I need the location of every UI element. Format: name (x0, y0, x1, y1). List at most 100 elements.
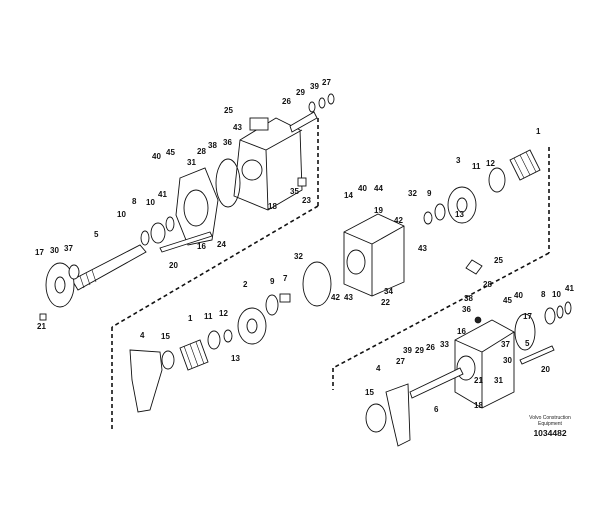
callout: 11 (472, 162, 481, 171)
credit-line-2: Equipment (538, 421, 562, 427)
cylinder-block-lower (237, 307, 267, 345)
callout: 39 (310, 82, 319, 91)
callout: 10 (146, 198, 155, 207)
callout: 24 (217, 240, 226, 249)
callout: 20 (541, 365, 550, 374)
callout: 3 (456, 156, 461, 165)
callout: 25 (494, 256, 503, 265)
callout: 32 (294, 252, 303, 261)
callout: 40 (152, 152, 161, 161)
callout: 1 (188, 314, 193, 323)
callout: 30 (50, 246, 59, 255)
callout: 39 (403, 346, 412, 355)
callout: 31 (187, 158, 196, 167)
callout: 4 (376, 364, 381, 373)
pump-housing-lower (454, 319, 515, 409)
callout: 43 (233, 123, 242, 132)
callout: 45 (166, 148, 175, 157)
cylinder-block-upper (447, 186, 477, 224)
valve-block (343, 213, 405, 297)
callout: 8 (541, 290, 546, 299)
callout: 36 (462, 305, 471, 314)
callout: 40 (358, 184, 367, 193)
pump-housing-top (233, 117, 303, 211)
callout: 37 (64, 244, 73, 253)
assembly-boundary-upper (111, 118, 319, 430)
callout: 2 (243, 280, 248, 289)
callout: 7 (283, 274, 288, 283)
callout: 29 (415, 346, 424, 355)
callout: 26 (282, 97, 291, 106)
callout: 29 (296, 88, 305, 97)
callout: 32 (408, 189, 417, 198)
o-ring (215, 158, 241, 208)
callout: 27 (396, 357, 405, 366)
shaft-lower (409, 367, 464, 399)
callout: 10 (117, 210, 126, 219)
callout: 36 (223, 138, 232, 147)
callout: 44 (374, 184, 383, 193)
swash-plate (129, 349, 163, 413)
credit-line-1: Volvo Construction (529, 415, 571, 421)
callout: 41 (158, 190, 167, 199)
callout: 14 (344, 191, 353, 200)
o-ring (302, 261, 332, 307)
bolt (159, 231, 213, 253)
callout: 41 (565, 284, 574, 293)
callout: 5 (525, 339, 530, 348)
callout: 17 (35, 248, 44, 257)
callout: 6 (434, 405, 439, 414)
callout: 8 (132, 197, 137, 206)
bearing (150, 222, 166, 244)
callout: 28 (483, 280, 492, 289)
callout: 28 (197, 147, 206, 156)
callout: 42 (394, 216, 403, 225)
callout: 33 (440, 340, 449, 349)
callout: 27 (322, 78, 331, 87)
callout: 22 (381, 298, 390, 307)
callout: 13 (455, 210, 464, 219)
callout: 15 (161, 332, 170, 341)
callout: 26 (426, 343, 435, 352)
flange (45, 262, 75, 308)
document-number: 1034482 (533, 428, 567, 438)
callout: 38 (464, 294, 473, 303)
callout: 18 (268, 202, 277, 211)
piston-set-lower (179, 339, 209, 371)
callout: 30 (503, 356, 512, 365)
plug (289, 111, 318, 133)
callout: 16 (197, 242, 206, 251)
assembly-boundary-right (332, 147, 550, 390)
callout: 43 (344, 293, 353, 302)
callout: 17 (523, 312, 532, 321)
callout: 21 (474, 376, 483, 385)
callout: 1 (536, 127, 541, 136)
callout: 18 (474, 401, 483, 410)
callout: 37 (501, 340, 510, 349)
piston-set-upper (509, 149, 541, 181)
callout: 9 (427, 189, 432, 198)
callout: 9 (270, 277, 275, 286)
callout: 40 (514, 291, 523, 300)
shaft-top (71, 244, 147, 291)
callout: 25 (224, 106, 233, 115)
callout: 42 (331, 293, 340, 302)
cover-plate-top (175, 167, 219, 246)
callout: 20 (169, 261, 178, 270)
swash-plate-lower (385, 383, 411, 447)
callout: 15 (365, 388, 374, 397)
callout: 10 (552, 290, 561, 299)
callout-labels: 25 26 29 39 27 43 36 38 28 45 40 31 35 2… (35, 78, 574, 414)
callout: 35 (290, 187, 299, 196)
callout: 23 (302, 196, 311, 205)
callout: 21 (37, 322, 46, 331)
callout: 38 (208, 141, 217, 150)
callout: 12 (486, 159, 495, 168)
callout: 43 (418, 244, 427, 253)
callout: 13 (231, 354, 240, 363)
callout: 4 (140, 331, 145, 340)
callout: 16 (457, 327, 466, 336)
callout: 19 (374, 206, 383, 215)
